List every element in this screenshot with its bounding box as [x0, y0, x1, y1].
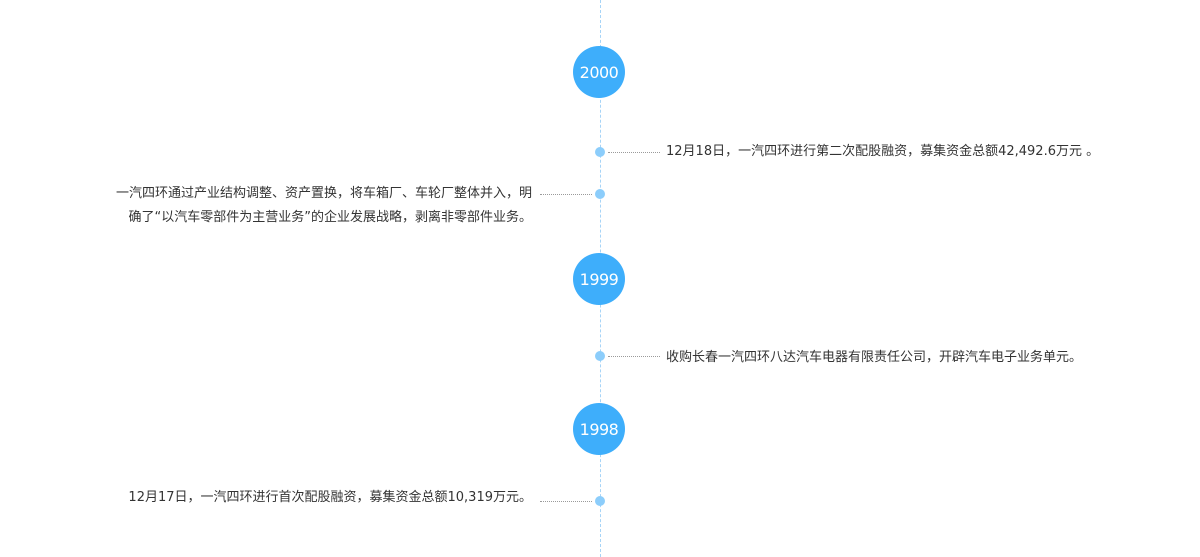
year-badge-2000: 2000 [573, 46, 625, 98]
timeline-dot [595, 496, 605, 506]
connector-line [540, 501, 592, 502]
event-text-2000-capital-raise: 12月18日，一汽四环进行第二次配股融资，募集资金总额42,492.6万元 。 [666, 144, 1100, 159]
connector-line [608, 356, 660, 357]
timeline-dot [595, 147, 605, 157]
year-badge-1998: 1998 [573, 403, 625, 455]
year-badge-1999: 1999 [573, 253, 625, 305]
timeline-dot [595, 351, 605, 361]
event-text-1998-capital-raise: 12月17日，一汽四环进行首次配股融资，募集资金总额10,319万元。 [128, 490, 532, 505]
event-text-1999-restructuring: 一汽四环通过产业结构调整、资产置换，将车箱厂、车轮厂整体并入，明确了“以汽车零部… [115, 186, 532, 225]
timeline-dot [595, 189, 605, 199]
connector-line [608, 152, 660, 153]
connector-line [540, 194, 592, 195]
event-text-1999-acquisition: 收购长春一汽四环八达汽车电器有限责任公司，开辟汽车电子业务单元。 [666, 350, 1083, 365]
